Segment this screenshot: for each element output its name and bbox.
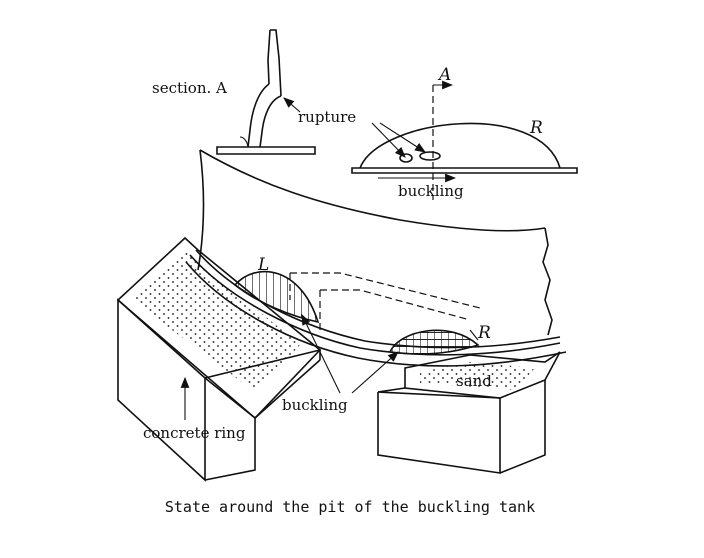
left-buckle (233, 270, 320, 324)
section-a-label: section. A (152, 79, 227, 97)
rupture-label: rupture (298, 108, 356, 126)
sand-label: sand (456, 372, 492, 390)
rupture-leaders (283, 97, 426, 158)
sand-block (377, 351, 561, 474)
concrete-ring-label: concrete ring (143, 424, 246, 442)
buckling-top-label: buckling (398, 182, 464, 200)
r-bottom-label: R (477, 323, 491, 343)
r-top-label: R (529, 118, 543, 138)
right-buckle (388, 329, 480, 355)
buckling-leaders (301, 314, 399, 394)
buckling-bottom-label: buckling (282, 396, 348, 414)
section-a-detail (216, 29, 316, 155)
top-buckle-sketch (351, 80, 578, 200)
figure-caption: State around the pit of the buckling tan… (165, 498, 535, 516)
l-marker-label: L (257, 255, 269, 275)
a-marker-label: A (437, 65, 451, 85)
